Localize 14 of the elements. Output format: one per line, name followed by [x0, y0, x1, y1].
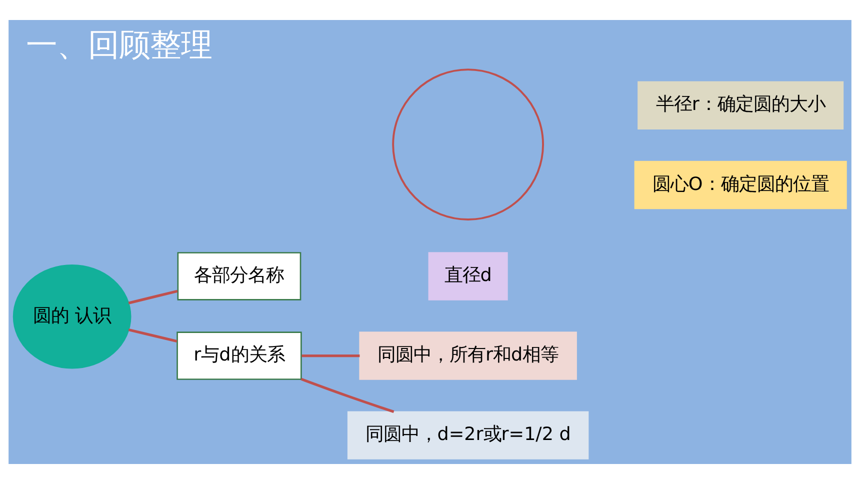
- node-box: 同圆中，d=2r或r=1/2 d: [347, 411, 589, 460]
- node-box: 直径d: [428, 252, 508, 300]
- connector: [302, 354, 360, 358]
- connector: [128, 328, 178, 343]
- node-box: 半径r：确定圆的大小: [638, 81, 844, 130]
- node-ellipse: 圆的 认识: [12, 264, 132, 369]
- node-box: 同圆中，所有r和d相等: [359, 332, 577, 380]
- connector: [300, 378, 394, 414]
- diagram-title: 一、回顾整理: [26, 27, 212, 64]
- node-box: 各部分名称: [177, 252, 302, 300]
- connector: [128, 290, 178, 304]
- node-box: r与d的关系: [176, 332, 302, 380]
- node-box: 圆心O：确定圆的位置: [634, 160, 847, 210]
- node-circle: [392, 68, 544, 220]
